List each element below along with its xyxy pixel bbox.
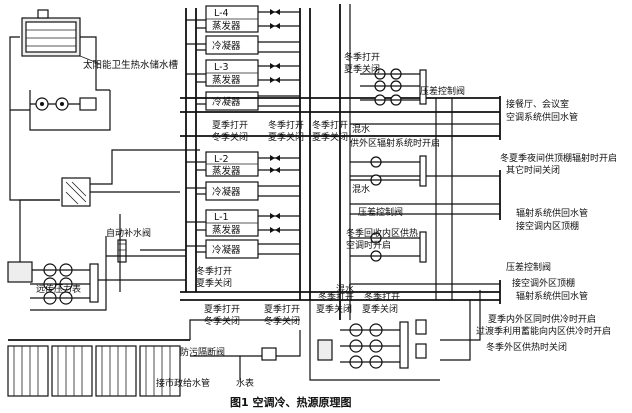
unit-id-L1: L-1: [214, 212, 229, 223]
summer-outer-label-1: 夏季内外区同时供冷时开启: [488, 313, 596, 325]
season-label-5b: 夏季关闭: [196, 277, 232, 289]
season-label-1a: 冬季打开: [344, 51, 380, 63]
mix-water-label-3: 混水: [336, 283, 354, 295]
diff-valve-label-1: 压差控制阀: [420, 85, 465, 97]
solar-pump-2: [55, 97, 69, 111]
season-label-9a: 冬季打开: [364, 291, 400, 303]
condenser-label-L3: 冷凝器: [212, 96, 241, 108]
diff-valve-label-3: 压差控制阀: [506, 261, 551, 273]
backflow-preventer: [261, 347, 277, 361]
return-open-label: 冬季回收内区供热: [346, 227, 418, 239]
season-label-2b: 冬季关闭: [212, 131, 248, 143]
chiller-L2: L-2 蒸发器 冷凝器: [205, 151, 259, 201]
to-restaurant-label-1: 接餐厅、会议室: [506, 98, 569, 110]
summer-outer-label-2: 过渡季利用蓄能向内区供冷时开启: [476, 325, 611, 337]
evaporator-label-L1: 蒸发器: [212, 224, 241, 236]
winter-summer-label-1: 冬夏季夜间供顶棚辐射时开启: [500, 152, 617, 164]
evaporator-label-L3: 蒸发器: [212, 74, 241, 86]
unit-id-L3: L-3: [214, 62, 229, 73]
season-label-5a: 冬季打开: [196, 265, 232, 277]
chiller-valves: [270, 9, 280, 233]
winter-outer-label: 冬季外区供热时关闭: [486, 341, 567, 353]
chiller-L3: L-3 蒸发器 冷凝器: [205, 59, 259, 111]
season-label-2a: 夏季打开: [212, 119, 248, 131]
radiant-open-label: 供外区辐射系统时开启: [350, 137, 440, 149]
city-water-label: 接市政给水管: [156, 377, 210, 389]
condenser-label-L2: 冷凝器: [212, 186, 241, 198]
season-label-7a: 冬季打开: [318, 291, 354, 303]
ground-storage-wells: [7, 345, 181, 397]
season-label-3a: 冬季打开: [268, 119, 304, 131]
evaporator-label-L4: 蒸发器: [212, 20, 241, 32]
season-label-4b: 夏季关闭: [312, 131, 348, 143]
season-label-7b: 夏季关闭: [316, 303, 352, 315]
season-label-8a: 夏季打开: [264, 303, 300, 315]
unit-id-L4: L-4: [214, 8, 229, 19]
season-label-9b: 夏季关闭: [362, 303, 398, 315]
condenser-label-L1: 冷凝器: [212, 244, 241, 256]
season-label-4a: 冬季打开: [312, 119, 348, 131]
season-label-8b: 冬季关闭: [264, 315, 300, 327]
return-open-label-2: 空调时开启: [346, 239, 391, 251]
unit-id-L2: L-2: [214, 154, 229, 165]
auto-refill-label: 自动补水阀: [106, 227, 151, 239]
pressure-tank: [7, 261, 33, 283]
solar-pump-1: [35, 97, 49, 111]
backflow-label: 防污隔断阀: [180, 346, 225, 358]
season-label-3b: 夏季关闭: [268, 131, 304, 143]
diff-valve-label-2: 压差控制阀: [358, 206, 403, 218]
evaporator-label-L2: 蒸发器: [212, 165, 241, 177]
water-meter-label: 水表: [236, 377, 254, 389]
winter-summer-label-2: 其它时间关闭: [506, 164, 560, 176]
season-label-6b: 冬季关闭: [204, 315, 240, 327]
chiller-L4: L-4 蒸发器 冷凝器: [205, 5, 259, 55]
mix-water-label-1: 混水: [352, 123, 370, 135]
mix-water-label-2: 混水: [352, 183, 370, 195]
figure-caption: 图1 空调冷、热源原理图: [230, 395, 351, 409]
season-label-1b: 夏季关闭: [344, 63, 380, 75]
pressure-sensor-label: 远传压力表: [36, 283, 81, 295]
condenser-label-L4: 冷凝器: [212, 40, 241, 52]
solar-tank-label: 太阳能卫生热水储水槽: [83, 59, 179, 71]
solar-hot-water-tank: [21, 9, 81, 57]
radiant-return-label-2: 接空调内区顶棚: [516, 220, 579, 232]
chiller-L1: L-1 蒸发器 冷凝器: [205, 209, 259, 259]
to-restaurant-label-2: 空调系统供回水管: [506, 111, 578, 123]
season-label-6a: 夏季打开: [204, 303, 240, 315]
outer-ceiling-label-1: 接空调外区顶棚: [512, 277, 575, 289]
heat-exchanger: [61, 177, 91, 207]
outer-ceiling-label-2: 辐射系统供回水管: [516, 290, 588, 302]
radiant-return-label-1: 辐射系统供回水管: [516, 207, 588, 219]
refill-tank: [117, 239, 127, 263]
